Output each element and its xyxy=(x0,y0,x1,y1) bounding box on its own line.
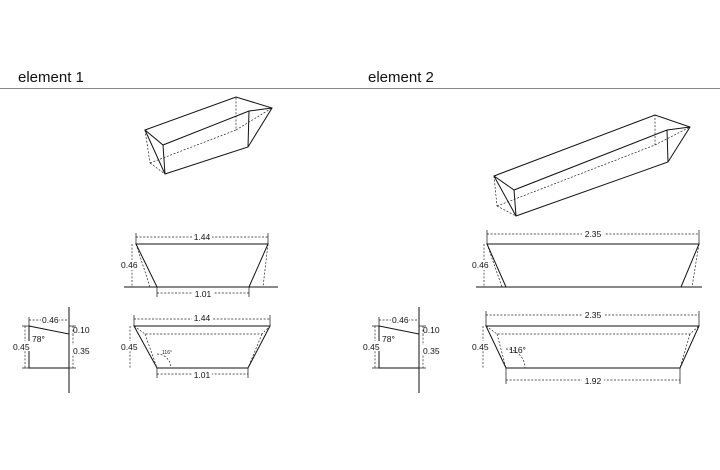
element-2-side-top-width: 2.35 xyxy=(585,229,602,239)
element-2-bottom-height: 0.45 xyxy=(472,342,489,352)
element-2-bottom-angle-arc xyxy=(505,348,526,369)
element-2-section-right-bottom: 0.35 xyxy=(423,346,440,356)
element-1-side-top-width: 1.44 xyxy=(194,232,211,242)
element-1-bottom-angle: 116° xyxy=(162,350,172,356)
element-2-section-right-top: 0.10 xyxy=(423,325,440,335)
element-1-section-angle: 78° xyxy=(32,334,45,344)
element-1-section-left: 0.45 xyxy=(13,342,30,352)
element-1-section-right-top: 0.10 xyxy=(73,325,90,335)
element-1-cross-section: 0.46 0.10 0.35 0.45 78° xyxy=(12,307,90,393)
element-1-bottom-view: 1.44 1.01 0.45 116° xyxy=(121,313,271,380)
element-2-bottom-view: 2.35 1.92 0.45 116° xyxy=(471,310,700,386)
element-1-bottom-bottom-width: 1.01 xyxy=(194,370,211,380)
element-1-bottom-angle-arc xyxy=(156,353,172,369)
element-2-bottom-top-width: 2.35 xyxy=(585,310,602,320)
element-1-section-right-bottom: 0.35 xyxy=(73,346,90,356)
element-2-bottom-angle: 116° xyxy=(509,345,526,355)
element-1-isometric-view xyxy=(144,96,273,175)
element-2-side-elevation: 2.35 0.46 xyxy=(471,229,702,288)
element-1-bottom-height: 0.45 xyxy=(121,342,138,352)
element-1-side-elevation: 1.44 1.01 0.46 xyxy=(121,232,278,299)
element-2-side-height: 0.46 xyxy=(472,260,489,270)
element-2-bottom-bottom-width: 1.92 xyxy=(585,376,602,386)
element-1-side-height: 0.46 xyxy=(121,260,138,270)
element-2-section-top: 0.46 xyxy=(392,315,409,325)
element-1-title: element 1 xyxy=(18,69,84,86)
element-2-title: element 2 xyxy=(368,69,434,86)
element-2-section-angle: 78° xyxy=(382,334,395,344)
element-2-cross-section: 0.46 0.10 0.35 0.45 78° xyxy=(362,307,440,393)
element-2-section-left: 0.45 xyxy=(363,342,380,352)
element-1-section-top: 0.46 xyxy=(42,315,59,325)
element-2-isometric-view xyxy=(493,114,691,217)
element-1-bottom-top-width: 1.44 xyxy=(194,313,211,323)
element-1-side-bottom-width: 1.01 xyxy=(195,289,212,299)
